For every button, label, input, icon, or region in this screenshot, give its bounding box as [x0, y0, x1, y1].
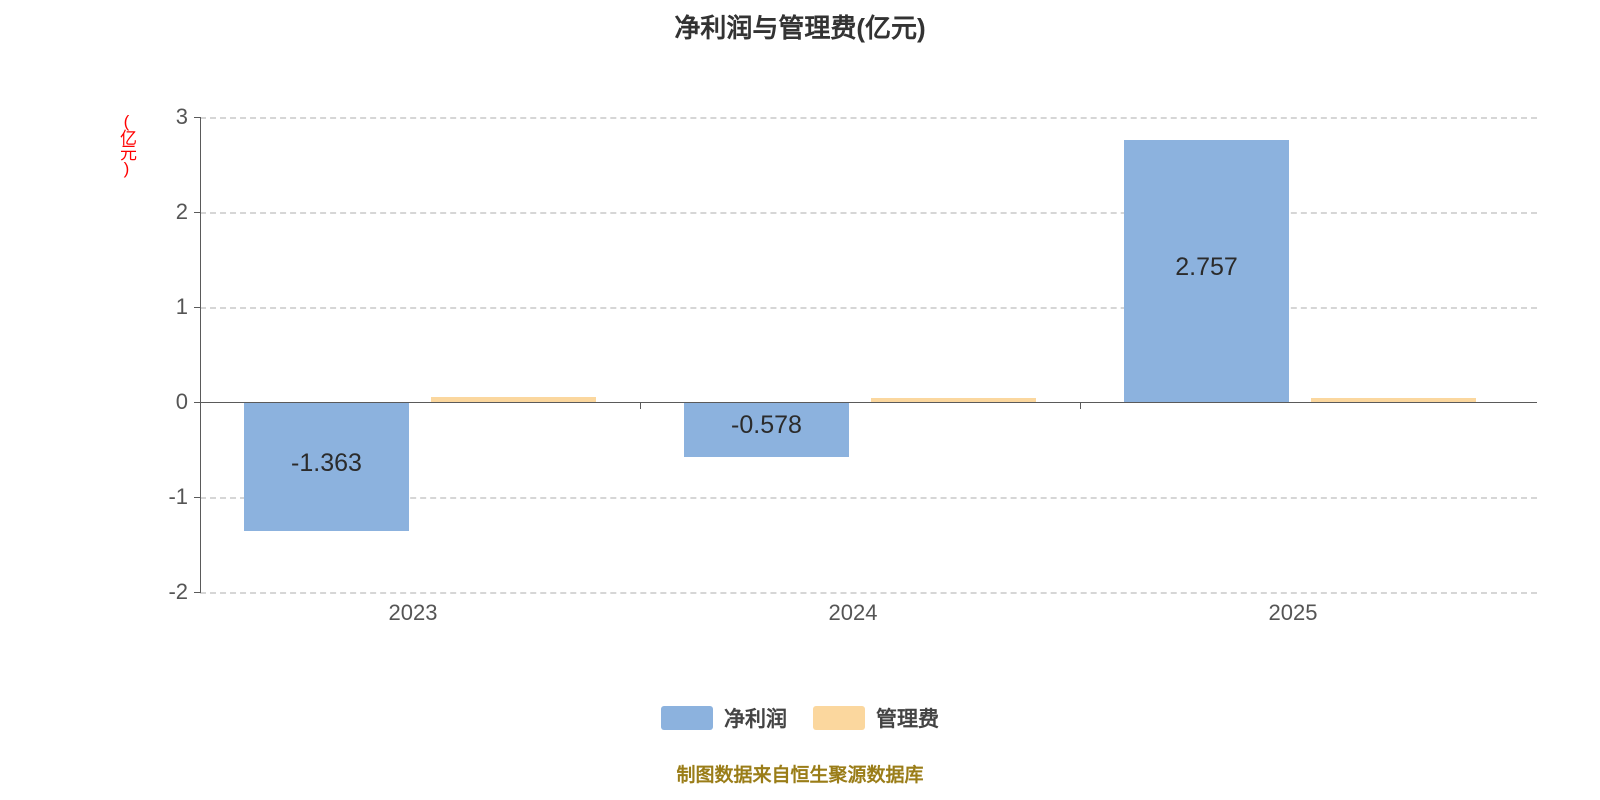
gridline-neg2: [200, 592, 1537, 594]
bar-net-profit-2024-shape[interactable]: [684, 402, 849, 457]
x-tick-label-2024: 2024: [828, 600, 878, 625]
y-axis-label: (亿元): [117, 112, 136, 176]
y-tick-mark-1: [194, 307, 201, 308]
legend-item-admin-fee[interactable]: 管理费: [813, 703, 939, 733]
plot-area: [200, 117, 1537, 594]
bar-admin-fee-2023[interactable]: [431, 397, 596, 402]
y-tick-label-3: 3: [175, 104, 188, 129]
bar-label-net-profit-2025: 2.757: [1175, 253, 1238, 281]
x-axis-zero-line: [200, 402, 1537, 403]
chart-legend: 净利润 管理费: [0, 703, 1600, 733]
gridline-1: [200, 307, 1537, 309]
chart-title: 净利润与管理费(亿元): [674, 13, 926, 43]
legend-label-net-profit: 净利润: [724, 708, 787, 731]
legend-label-admin-fee: 管理费: [876, 708, 939, 731]
y-tick-label-1: 1: [175, 294, 188, 319]
bar-admin-fee-2025[interactable]: [1311, 398, 1476, 402]
gridline-neg1: [200, 497, 1537, 499]
y-tick-mark-0: [194, 402, 201, 403]
gridline-3: [200, 117, 1537, 119]
bar-admin-fee-2024[interactable]: [871, 397, 1036, 402]
bar-net-profit-2023-shape[interactable]: [244, 402, 409, 531]
legend-item-net-profit[interactable]: 净利润: [661, 703, 787, 733]
y-tick-mark-neg2: [194, 592, 201, 593]
legend-swatch-admin-fee: [813, 706, 865, 730]
source-note: 制图数据来自恒生聚源数据库: [676, 765, 924, 786]
y-tick-mark-3: [194, 117, 201, 118]
y-axis-line: [200, 117, 201, 592]
y-tick-label-2: 2: [175, 199, 188, 224]
bar-label-net-profit-2023: -1.363: [291, 449, 362, 477]
y-tick-label-0: 0: [175, 389, 188, 414]
y-tick-mark-2: [194, 212, 201, 213]
bar-net-profit-2025-shape[interactable]: [1124, 140, 1289, 402]
y-tick-label-neg2: -2: [168, 579, 188, 604]
x-tick-label-2023: 2023: [388, 600, 438, 625]
gridline-2: [200, 212, 1537, 214]
y-tick-mark-neg1: [194, 497, 201, 498]
legend-swatch-net-profit: [661, 706, 713, 730]
x-tick-mark-1: [640, 402, 641, 409]
x-tick-label-2025: 2025: [1268, 600, 1318, 625]
x-tick-mark-2: [1080, 402, 1081, 409]
y-tick-label-neg1: -1: [168, 484, 188, 509]
bar-label-net-profit-2024: -0.578: [731, 411, 802, 439]
